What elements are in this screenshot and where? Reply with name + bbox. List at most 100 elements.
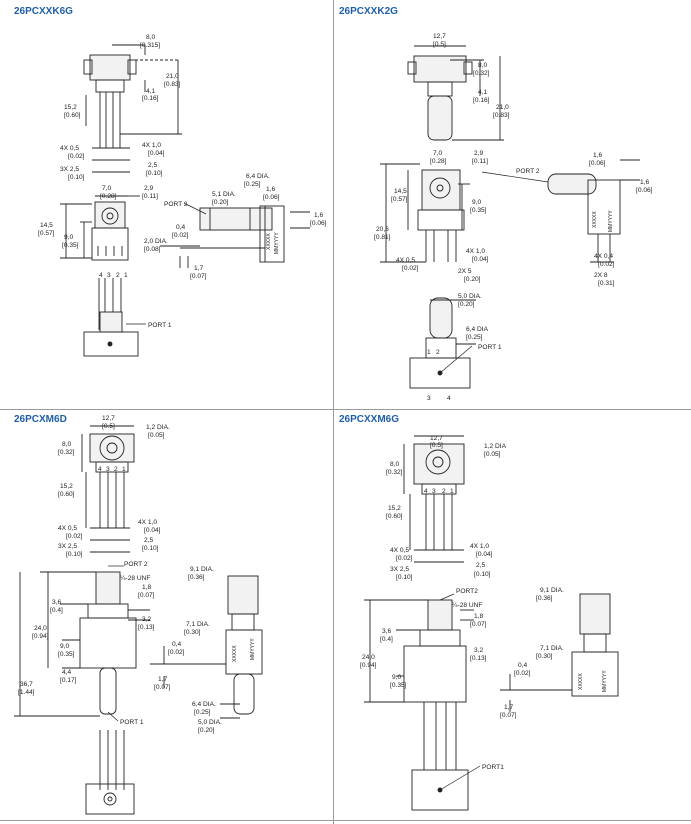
panel4-right-view <box>500 593 619 712</box>
p2-dim-p3: 2X 5 <box>458 268 472 275</box>
p3-dim-l1b: [0.60] <box>58 491 75 498</box>
p1-dim-s4b: [0.35] <box>62 242 79 249</box>
p3-dim-a5b: [0.17] <box>60 677 77 684</box>
p2-dim-s2: 2,9 <box>474 150 483 157</box>
p2-pin4: 4 <box>447 395 451 402</box>
p3-dim-a3b: [0.94] <box>32 633 49 640</box>
p1-dim-r6b: [0.07] <box>190 273 207 280</box>
p1-dim-r1: 6,4 DIA. <box>246 173 270 180</box>
p3-dim-p4b: [0.10] <box>142 545 159 552</box>
p2-dim-r3b: [0.02] <box>598 261 615 268</box>
p1-pin3: 3 <box>107 272 111 279</box>
p1-dim-s2: 2,9 <box>144 185 153 192</box>
p2-dim-b2: 6,4 DIA <box>466 326 489 333</box>
p2-dim-p3b: [0.20] <box>464 276 481 283</box>
panel1-top-view <box>83 44 182 173</box>
p1-dim-p2: 4X 1,0 <box>142 142 161 149</box>
p3-dim-a1b: [0.4] <box>50 607 63 614</box>
p2-dim-w2: 8,0 <box>478 62 487 69</box>
p4-dim-r3b: [0.02] <box>514 670 531 677</box>
p2-dim-r1: 1,6 <box>593 152 602 159</box>
p3-dim-d1: 1,2 DIA. <box>146 424 170 431</box>
p4-dim-r4b: [0.07] <box>500 712 517 719</box>
p4-dim-a3b: [0.94] <box>360 662 377 669</box>
p3-dim-t1: 1,8 <box>142 584 151 591</box>
p3-dim-w1: 12,7 <box>102 415 115 422</box>
p1-dim-s1b: [0.28] <box>100 193 117 200</box>
p4-dim-p2b: [0.04] <box>476 551 493 558</box>
p3-pin1: 1 <box>122 466 126 473</box>
p2-dim-w2b: [0.32] <box>473 70 490 77</box>
p2-dim-b1b: [0.20] <box>458 301 475 308</box>
p3-pin3: 3 <box>106 466 110 473</box>
p2-dim-p2: 4X 1,0 <box>466 248 485 255</box>
p2-pin1: 1 <box>427 349 431 356</box>
p2-dim-s3: 14,5 <box>394 188 407 195</box>
p1-dim-p2b: [0.04] <box>148 150 165 157</box>
p3-dim-w2b: [0.32] <box>58 449 75 456</box>
p3-dim-a2b: [0.13] <box>138 624 155 631</box>
p1-dim-r2: 5,1 DIA. <box>212 191 236 198</box>
p4-dim-a1: 3,6 <box>382 628 391 635</box>
p2-dim-w1b: [0.5] <box>433 41 446 48</box>
p1-dim-r1b: [0.25] <box>244 181 261 188</box>
p4-dim-w1: 12,7 <box>430 435 443 442</box>
panel-title-26pcxxm6g: 26PCXXM6G <box>339 414 400 425</box>
p4-pin2: 2 <box>442 488 446 495</box>
p3-dim-a4b: [0.35] <box>58 651 75 658</box>
p3-dim-p2b: [0.04] <box>144 527 161 534</box>
p1-dim-r3b: [0.06] <box>263 194 280 201</box>
p1-dim-h2: 4,1 <box>146 88 155 95</box>
p2-dim-r2: 1,6 <box>640 179 649 186</box>
p3-dim-r4: 1,7 <box>158 676 167 683</box>
p4-dim-p1b: [0.02] <box>396 555 413 562</box>
p1-dim-s1: 7,0 <box>102 185 111 192</box>
panel2-right-view <box>547 159 640 263</box>
p1-dim-s2b: [0.11] <box>142 193 158 200</box>
p3-dim-r3b: [0.02] <box>168 649 185 656</box>
p4-code: XXXXX <box>578 673 584 690</box>
p1-pin2: 2 <box>116 272 120 279</box>
p1-dim-s4: 9,0 <box>64 234 73 241</box>
p2-dim-w1: 12,7 <box>433 33 446 40</box>
p1-dim-r4b: [0.02] <box>172 232 189 239</box>
p3-dim-a2: 3,2 <box>142 616 151 623</box>
p1-dim-p1b: [0.02] <box>68 153 85 160</box>
p3-dim-p1b: [0.02] <box>66 533 83 540</box>
p4-dim-r1: 9,1 DIA. <box>540 587 564 594</box>
p1-code: XXXXX <box>266 233 272 250</box>
p4-dim-p2: 4X 1,0 <box>470 543 489 550</box>
p4-dim-p4b: [0.10] <box>474 571 491 578</box>
p2-dim-s5b: [0.81] <box>374 234 391 241</box>
p3-dim-p3b: [0.10] <box>66 551 83 558</box>
p4-dim-a1b: [0.4] <box>380 636 393 643</box>
p2-dim-s3b: [0.57] <box>391 196 408 203</box>
panel3-front-view <box>14 571 150 717</box>
p3-dim-a6: 36,7 <box>20 681 33 688</box>
p4-dim-p4: 2,5 <box>476 562 485 569</box>
p2-dim-s2b: [0.11] <box>472 158 488 165</box>
p4-pin3: 3 <box>432 488 436 495</box>
p1-pin1: 1 <box>124 272 128 279</box>
panel3-bottom-view <box>85 730 135 815</box>
p1-dim-p1: 4X 0,5 <box>60 145 79 152</box>
p3-dim-r1b: [0.36] <box>188 574 205 581</box>
p2-port2-label: PORT 2 <box>516 168 540 175</box>
p3-dim-a5: 4,4 <box>62 669 71 676</box>
p2-dim-p1b: [0.02] <box>402 265 419 272</box>
p4-port1-label: PORT1 <box>482 764 504 771</box>
p1-dim-p4: 2,5 <box>148 162 157 169</box>
p1-dim-p3b: [0.10] <box>68 174 85 181</box>
p1-code2: MMYYYY <box>274 232 280 254</box>
p4-dim-a4b: [0.35] <box>390 682 407 689</box>
p3-port1-label: PORT 1 <box>120 719 144 726</box>
p1-dim-r2b: [0.20] <box>212 199 229 206</box>
p3-port2-label: PORT 2 <box>124 561 148 568</box>
p3-dim-p1: 4X 0,5 <box>58 525 77 532</box>
p2-dim-r4: 2X 8 <box>594 272 608 279</box>
p4-dim-l1b: [0.60] <box>386 513 403 520</box>
p3-dim-r1: 9,1 DIA. <box>190 566 214 573</box>
p1-pin4: 4 <box>99 272 103 279</box>
p3-dim-w2: 8,0 <box>62 441 71 448</box>
p4-port2-label: PORT2 <box>456 588 478 595</box>
